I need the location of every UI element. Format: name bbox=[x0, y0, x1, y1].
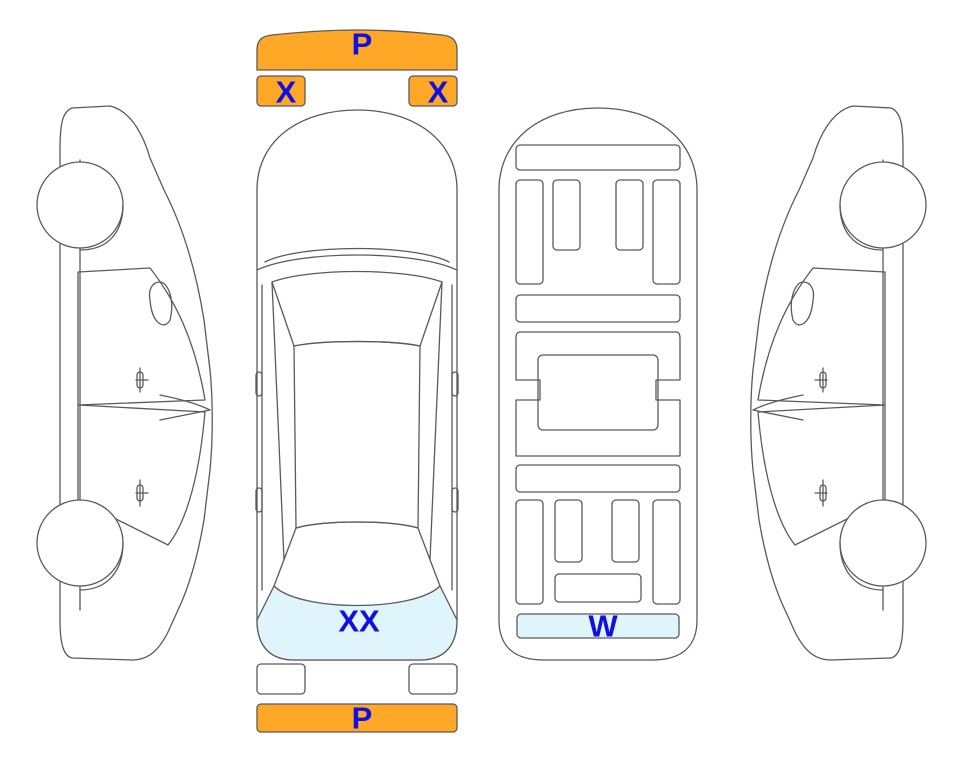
car-right-side-view[interactable] bbox=[750, 105, 927, 661]
car-left-side-view[interactable] bbox=[36, 105, 213, 661]
marker-rear-bumper: P bbox=[352, 701, 373, 736]
rear-bumper-zone[interactable] bbox=[256, 703, 458, 733]
wheel-front-left[interactable] bbox=[36, 161, 124, 249]
marker-front-bumper: P bbox=[352, 27, 373, 62]
marker-front-right-corner: X bbox=[428, 75, 449, 110]
car-underbody-view[interactable] bbox=[498, 107, 698, 661]
rear-underbody-zone[interactable] bbox=[516, 613, 680, 639]
door-handle-front-left bbox=[135, 367, 149, 393]
wheel-rear-left[interactable] bbox=[36, 499, 124, 587]
rear-windshield-zone[interactable] bbox=[256, 584, 458, 661]
marker-rear-windshield: XX bbox=[338, 604, 380, 639]
marker-rear-underbody: W bbox=[588, 609, 618, 644]
rear-left-corner-zone[interactable] bbox=[256, 663, 306, 695]
front-bumper-zone[interactable] bbox=[256, 29, 458, 71]
front-left-corner-zone[interactable] bbox=[256, 75, 306, 107]
front-right-corner-zone[interactable] bbox=[408, 75, 458, 107]
rear-right-corner-zone[interactable] bbox=[408, 663, 458, 695]
side-mirror-left bbox=[148, 281, 173, 326]
car-top-view[interactable] bbox=[255, 29, 459, 733]
marker-front-left-corner: X bbox=[276, 75, 297, 110]
door-handle-rear-left bbox=[135, 479, 149, 507]
